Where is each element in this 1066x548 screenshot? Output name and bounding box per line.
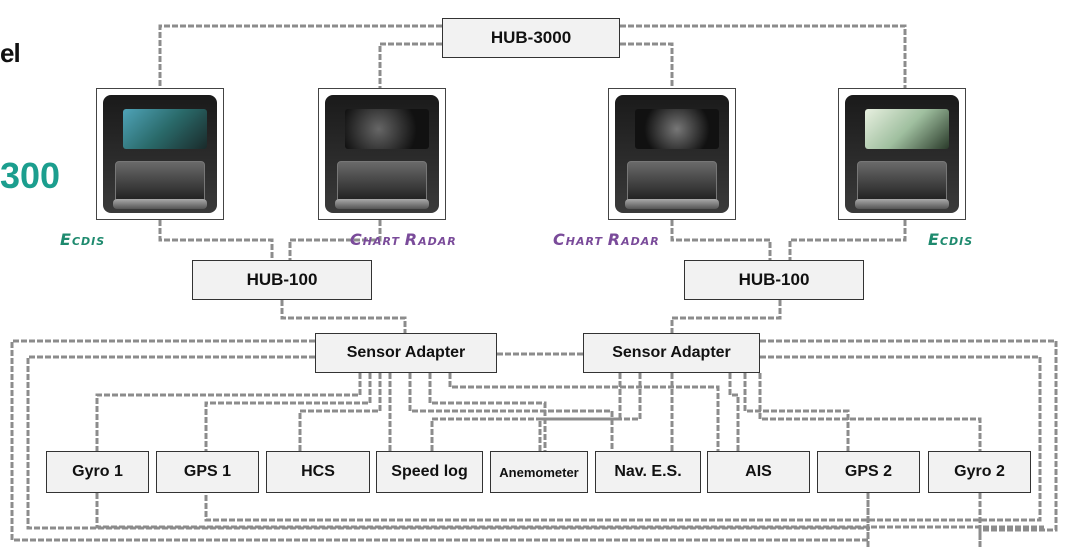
wire-adapter-speedlog-r [430, 373, 642, 451]
wire-console3-hub100-right [670, 220, 772, 260]
ecdis-console-icon [96, 88, 224, 220]
ecdis-logo-left: ECDIS [60, 230, 106, 249]
sensor-speed-log: Speed log [376, 451, 483, 493]
sensor-adapter-left: Sensor Adapter [315, 333, 497, 373]
chart-radar-console-icon [318, 88, 446, 220]
cutoff-heading: el [0, 38, 21, 68]
wire-loop-bottom [95, 493, 1044, 529]
sensor-hcs: HCS [266, 451, 370, 493]
wire-console4-hub100-right [788, 220, 907, 260]
wire-console1-hub100-left [158, 220, 274, 260]
wire-loop-left-2 [26, 355, 870, 530]
hub-100-right: HUB-100 [684, 260, 864, 300]
wire-adapter-anemo-l [428, 373, 547, 451]
wire-loop-right-1 [760, 339, 1058, 540]
chart-radar-console-icon [608, 88, 736, 220]
sensor-ais: AIS [707, 451, 810, 493]
wire-adapter-hcs [298, 373, 382, 451]
wire-hub3000-console4 [620, 24, 907, 88]
wire-adapter-gyro2 [758, 373, 982, 451]
ecdis-logo-right: ECDIS [928, 230, 974, 249]
wire-adapter-gyro1 [95, 373, 362, 451]
hub-100-left: HUB-100 [192, 260, 372, 300]
wire-hub3000-console3 [620, 42, 674, 88]
sensor-gyro-2: Gyro 2 [928, 451, 1031, 493]
sensor-anemometer: Anemometer [490, 451, 588, 493]
wire-adapter-anemo-r [538, 373, 622, 451]
cutoff-model-number: 300 [0, 155, 61, 196]
chart-radar-logo-left: CHART RADAR [350, 230, 457, 249]
wire-hub100-adapter-left [280, 300, 407, 333]
ecdis-console-icon [838, 88, 966, 220]
wire-hub3000-console1 [158, 24, 442, 88]
sensor-gps-1: GPS 1 [156, 451, 259, 493]
sensor-nav-es: Nav. E.S. [595, 451, 701, 493]
wire-adapter-gps1 [204, 373, 372, 451]
sensor-adapter-right: Sensor Adapter [583, 333, 760, 373]
wire-adapter-ais-r [728, 373, 740, 451]
wire-hub3000-console2 [378, 42, 442, 88]
wire-adapter-gps2 [743, 373, 850, 451]
wire-console2-hub100-left [288, 220, 382, 260]
wire-adapter-ais-l [448, 373, 720, 451]
wire-adapter-navesl [408, 373, 614, 451]
wire-loop-left-1 [10, 339, 870, 542]
sensor-gyro-1: Gyro 1 [46, 451, 149, 493]
hub-3000: HUB-3000 [442, 18, 620, 58]
wire-loop-right-2 [204, 355, 1042, 522]
chart-radar-logo-right: CHART RADAR [553, 230, 660, 249]
wire-hub100-adapter-right [670, 300, 782, 333]
sensor-gps-2: GPS 2 [817, 451, 920, 493]
